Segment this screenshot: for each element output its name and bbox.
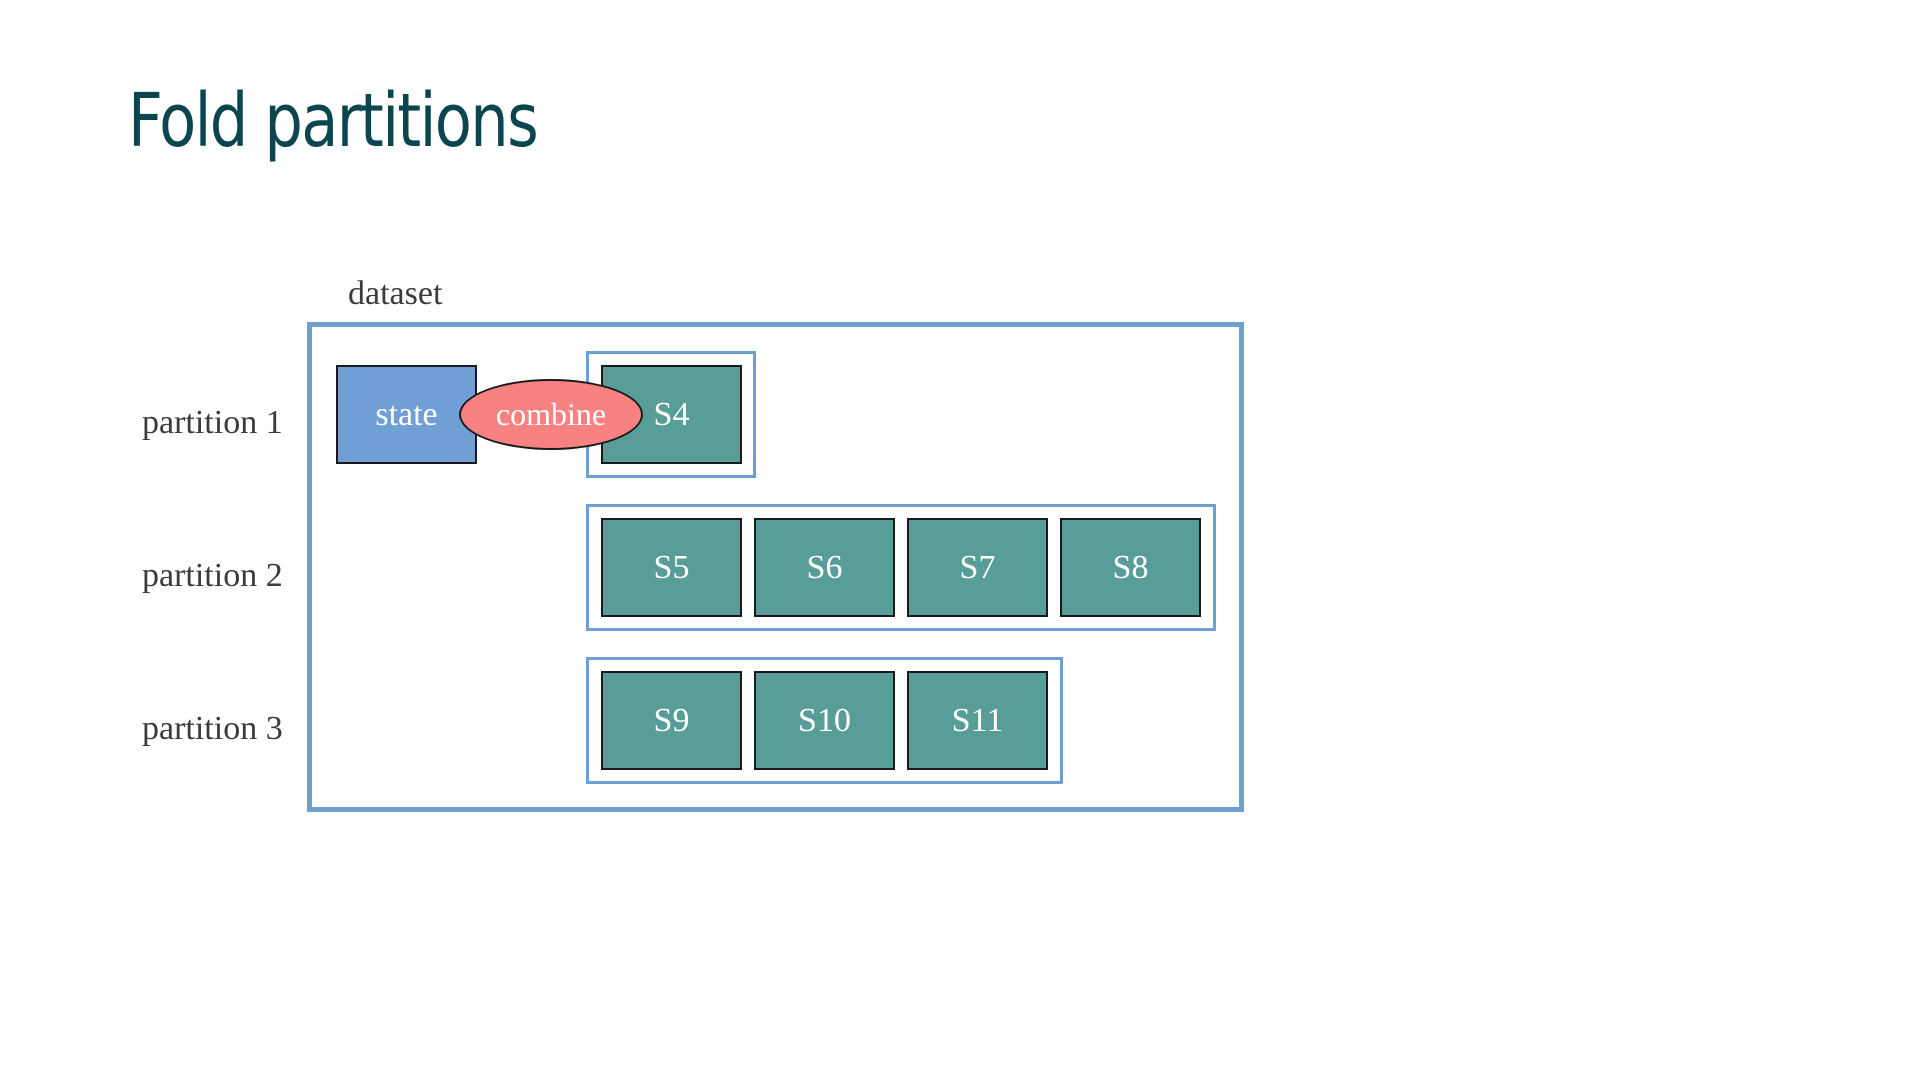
- partition-1-label: partition 1: [142, 404, 283, 441]
- dataset-frame: [307, 322, 1244, 812]
- combine-ellipse: combine: [459, 379, 643, 450]
- dataset-label: dataset: [348, 275, 443, 312]
- segment-s6: S6: [754, 518, 895, 617]
- segment-label: S9: [653, 701, 690, 739]
- segment-label: S8: [1112, 548, 1149, 586]
- segment-label: S5: [653, 548, 690, 586]
- combine-label: combine: [495, 396, 607, 432]
- segment-label: S4: [653, 395, 690, 433]
- partition-3-group: [586, 657, 1063, 784]
- partition-2-group: [586, 504, 1216, 631]
- segment-label: S11: [951, 701, 1004, 739]
- segment-s11: S11: [907, 671, 1048, 770]
- segment-s5: S5: [601, 518, 742, 617]
- segment-label: S10: [798, 701, 851, 739]
- partition-2-label: partition 2: [142, 557, 283, 594]
- segment-s7: S7: [907, 518, 1048, 617]
- segment-s10: S10: [754, 671, 895, 770]
- slide-title: Fold partitions: [128, 78, 539, 164]
- segment-label: S6: [806, 548, 843, 586]
- state-box: state: [336, 365, 477, 464]
- segment-s8: S8: [1060, 518, 1201, 617]
- partition-3-label: partition 3: [142, 710, 283, 747]
- segment-label: S7: [959, 548, 996, 586]
- segment-s9: S9: [601, 671, 742, 770]
- state-label: state: [375, 395, 438, 433]
